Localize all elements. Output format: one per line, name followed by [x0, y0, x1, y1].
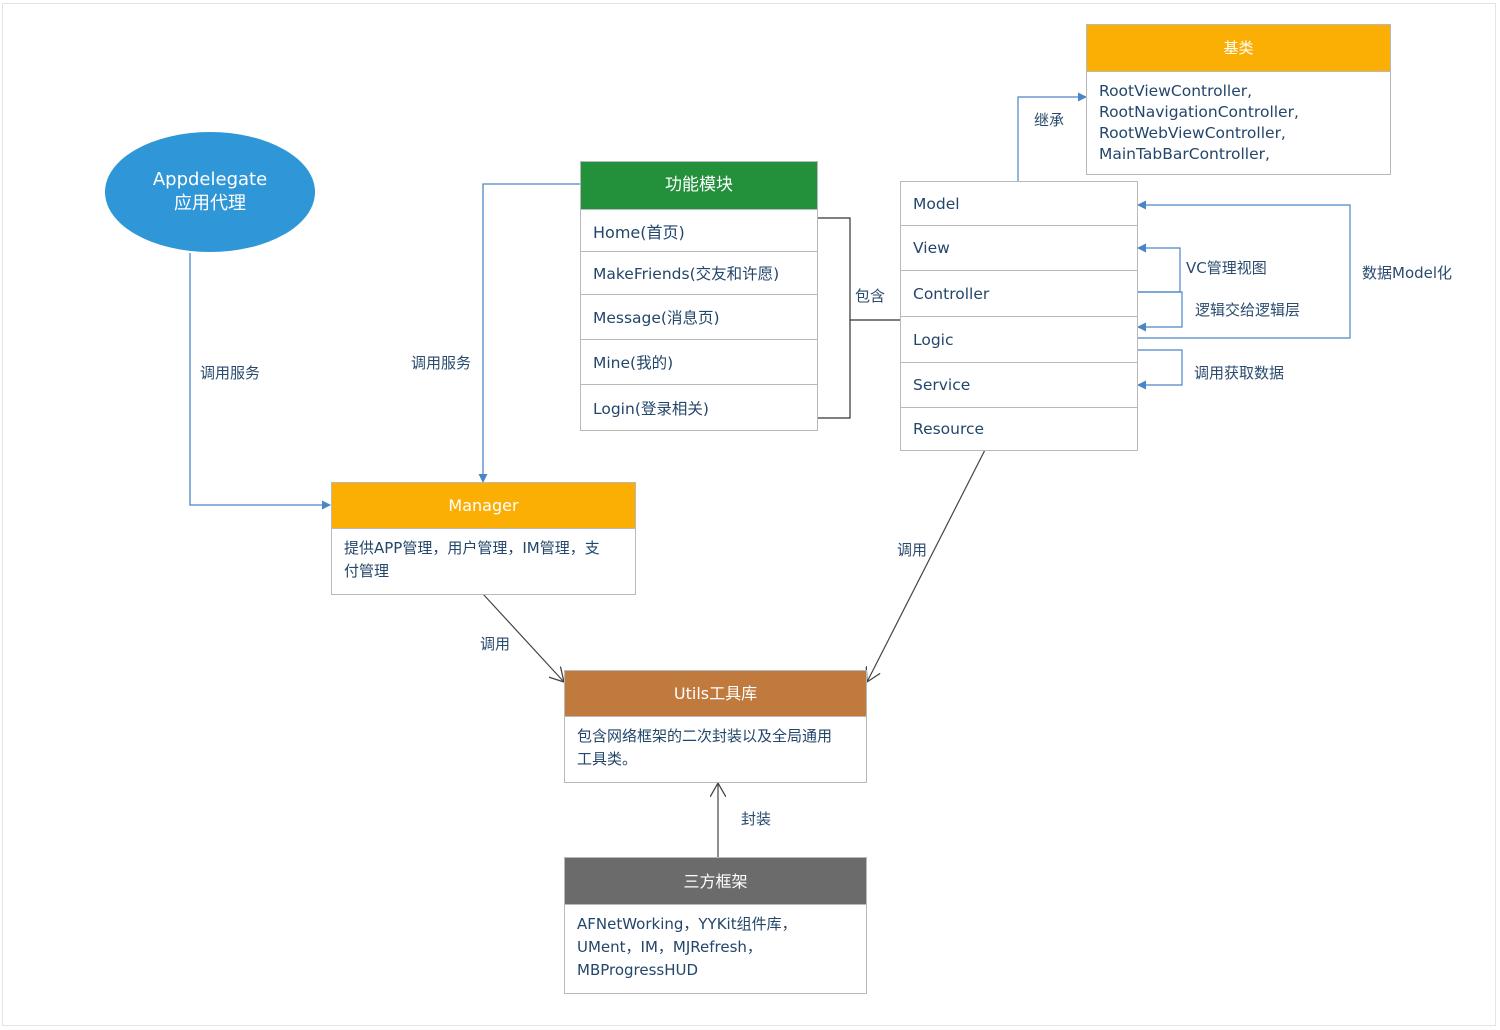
- label-inherit: 继承: [1034, 111, 1065, 129]
- edge-vc-view: [1137, 243, 1181, 293]
- appdelegate-subtitle: 应用代理: [174, 193, 246, 214]
- label-call-service-utils: 调用: [897, 541, 928, 559]
- base-class-line-4: MainTabBarController,: [1099, 145, 1270, 163]
- manager-description: 提供APP管理，用户管理，IM管理，支 付管理: [332, 529, 635, 591]
- label-data-model: 数据Model化: [1362, 264, 1453, 282]
- third-party-box: 三方框架 AFNetWorking，YYKit组件库， UMent，IM，MJR…: [564, 857, 867, 994]
- utils-description: 包含网络框架的二次封装以及全局通用 工具类。: [565, 717, 866, 779]
- label-call-service-mid: 调用服务: [411, 354, 472, 372]
- third-party-line-1: AFNetWorking，YYKit组件库，: [577, 915, 797, 933]
- base-class-line-1: RootViewController,: [1099, 82, 1253, 100]
- edge-contains-bracket: [818, 217, 900, 419]
- third-party-list: AFNetWorking，YYKit组件库， UMent，IM，MJRefres…: [565, 905, 866, 990]
- utils-box: Utils工具库 包含网络框架的二次封装以及全局通用 工具类。: [564, 670, 867, 783]
- canvas-frame: [2, 3, 1496, 1026]
- layer-model: Model: [901, 182, 1137, 226]
- layer-logic: Logic: [901, 317, 1137, 363]
- utils-desc-line-2: 工具类。: [577, 750, 638, 768]
- layer-service: Service: [901, 363, 1137, 408]
- label-logic-layer: 逻辑交给逻辑层: [1195, 301, 1301, 319]
- manager-desc-line-1: 提供APP管理，用户管理，IM管理，支: [344, 539, 600, 557]
- edge-fetch-data: [1137, 349, 1183, 390]
- module-item-home: Home(首页): [581, 209, 817, 252]
- third-party-line-3: MBProgressHUD: [577, 961, 699, 979]
- module-item-message: Message(消息页): [581, 295, 817, 340]
- label-fetch-data: 调用获取数据: [1194, 364, 1285, 382]
- modules-header: 功能模块: [581, 162, 817, 209]
- third-party-header: 三方框架: [565, 858, 866, 905]
- layer-resource: Resource: [913, 420, 985, 438]
- manager-desc-line-2: 付管理: [344, 562, 390, 580]
- label-call-manager-utils: 调用: [480, 635, 511, 653]
- module-item-mine: Mine(我的): [581, 340, 817, 385]
- edge-data-model: [1137, 200, 1351, 339]
- edge-modules-manager: [478, 183, 580, 483]
- appdelegate-title: Appdelegate: [152, 169, 268, 190]
- manager-box: Manager 提供APP管理，用户管理，IM管理，支 付管理: [331, 482, 636, 595]
- manager-header: Manager: [332, 483, 635, 529]
- base-class-box: 基类 RootViewController, RootNavigationCon…: [1086, 24, 1391, 175]
- modules-box: 功能模块 Home(首页) MakeFriends(交友和许愿) Message…: [580, 161, 818, 431]
- base-class-line-2: RootNavigationController,: [1099, 103, 1299, 121]
- module-item-login: Login(登录相关): [593, 399, 709, 418]
- layer-controller: Controller: [901, 271, 1137, 317]
- third-party-line-2: UMent，IM，MJRefresh，: [577, 938, 762, 956]
- label-call-service-left: 调用服务: [200, 364, 261, 382]
- label-contains: 包含: [855, 287, 886, 305]
- label-wrap: 封装: [741, 810, 772, 828]
- layers-box: Model View Controller Logic Service Reso…: [900, 181, 1138, 451]
- base-class-line-3: RootWebViewController,: [1099, 124, 1286, 142]
- edge-appdelegate-manager: [189, 253, 331, 510]
- label-vc-manage-view: VC管理视图: [1186, 259, 1267, 277]
- edge-controller-logic: [1137, 291, 1183, 332]
- utils-desc-line-1: 包含网络框架的二次封装以及全局通用: [577, 727, 833, 745]
- module-item-makefriends: MakeFriends(交友和许愿): [581, 252, 817, 295]
- appdelegate-node: Appdelegate 应用代理: [105, 132, 315, 252]
- utils-header: Utils工具库: [565, 671, 866, 717]
- base-class-header: 基类: [1087, 25, 1390, 72]
- layer-view: View: [901, 226, 1137, 271]
- edge-manager-utils: [482, 593, 564, 682]
- base-class-list: RootViewController, RootNavigationContro…: [1087, 72, 1390, 173]
